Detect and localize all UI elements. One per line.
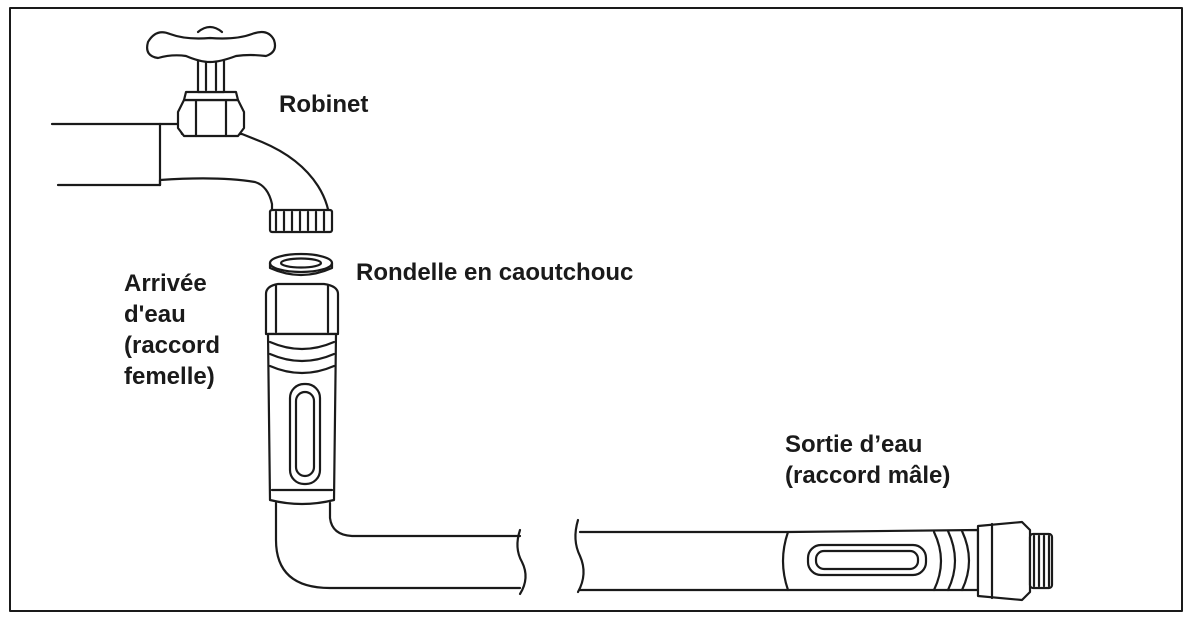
rubber-washer-illustration [268,252,334,277]
rubber-washer-label: Rondelle en caoutchouc [356,259,634,286]
outlet-male-coupling [781,520,1054,602]
water-outlet-label: Sortie d’eau (raccord mâle) [785,431,951,489]
hose-body [274,501,790,596]
inlet-female-coupling [264,282,340,506]
faucet-illustration [50,25,334,234]
faucet-label: Robinet [279,91,369,118]
water-inlet-label: Arrivée d'eau (raccord femelle) [124,270,221,390]
diagram-border [9,7,1183,612]
